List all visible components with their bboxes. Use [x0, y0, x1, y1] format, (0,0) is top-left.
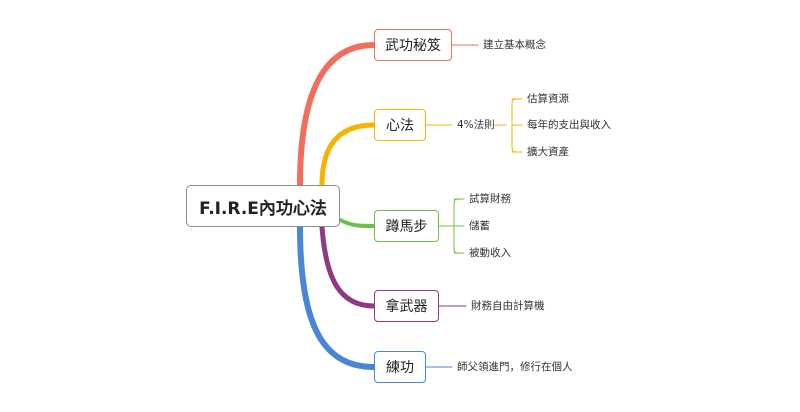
branch-connector	[319, 224, 377, 309]
leaf-item[interactable]: 擴大資產	[527, 146, 569, 158]
leaf-item[interactable]: 儲蓄	[469, 220, 490, 232]
branch-na-wuqi[interactable]: 拿武器	[374, 290, 439, 322]
leaf-item[interactable]: 估算資源	[527, 93, 569, 105]
branch-label: 拿武器	[385, 299, 428, 315]
central-topic[interactable]: F.I.R.E內功心法	[186, 185, 340, 227]
branch-connector	[338, 218, 376, 228]
branch-label: 武功秘笈	[385, 38, 441, 54]
branch-connector	[297, 224, 377, 370]
branch-liangong[interactable]: 練功	[374, 351, 426, 383]
branch-xinfa[interactable]: 心法	[374, 109, 426, 141]
leaf-item[interactable]: 被動收入	[469, 247, 511, 259]
leaf-item[interactable]: 財務自由計算機	[471, 300, 545, 312]
branch-connector	[319, 122, 377, 188]
branch-label: 練功	[386, 360, 414, 376]
branch-label: 心法	[386, 118, 414, 134]
leaf-item[interactable]: 師父領進門，修行在個人	[457, 361, 573, 373]
branch-dun-mabu[interactable]: 蹲馬步	[374, 210, 439, 242]
sub-topic-4pct-rule[interactable]: 4%法則	[457, 119, 495, 131]
branch-connector	[297, 42, 377, 188]
leaf-item[interactable]: 建立基本概念	[483, 39, 546, 51]
leaf-item[interactable]: 試算財務	[469, 193, 511, 205]
branch-label: 蹲馬步	[385, 219, 428, 235]
branch-wugong-miji[interactable]: 武功秘笈	[374, 29, 452, 61]
leaf-item[interactable]: 每年的支出與收入	[527, 119, 611, 131]
